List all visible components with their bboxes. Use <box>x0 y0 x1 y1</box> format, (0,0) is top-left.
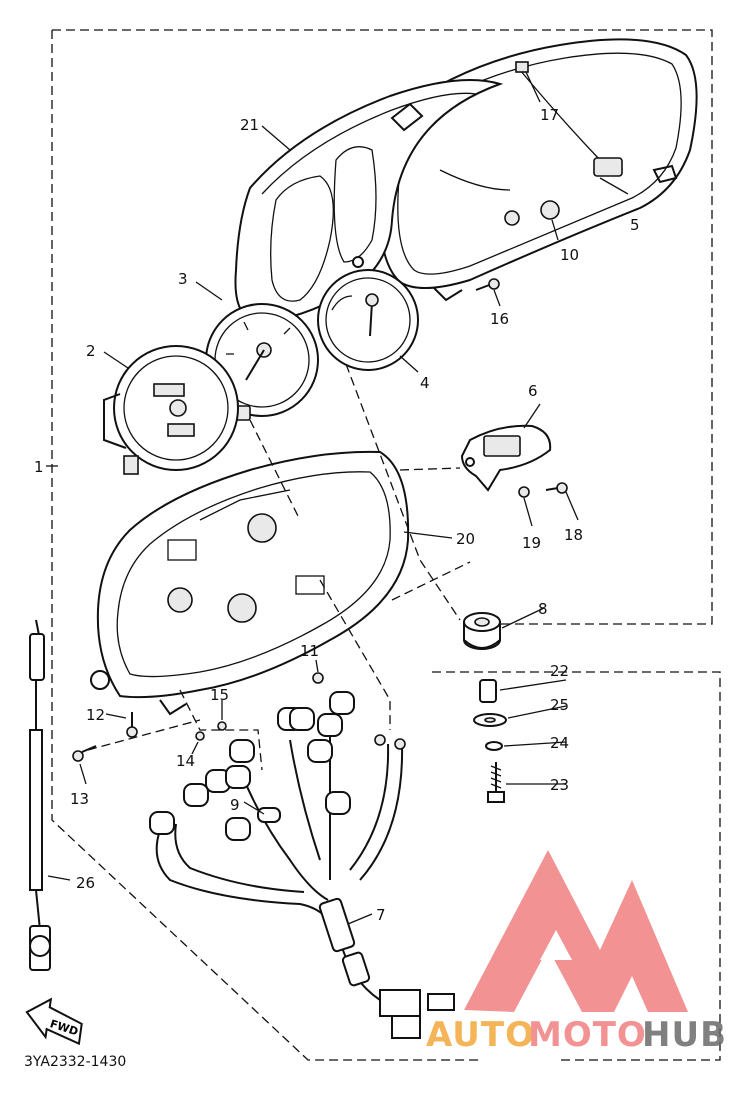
part-code: 3YA2332-1430 <box>24 1054 126 1070</box>
callout-20: 20 <box>456 530 475 548</box>
callout-21: 21 <box>240 116 259 134</box>
callout-22: 22 <box>550 662 569 680</box>
part-21-meter-panel <box>234 79 504 324</box>
callout-25: 25 <box>550 696 569 714</box>
watermark-text-moto: MOTO <box>528 1015 647 1055</box>
callout-5: 5 <box>630 216 640 234</box>
watermark-text-hub: HUB <box>642 1015 727 1055</box>
callout-1: 1 <box>34 458 44 476</box>
part-4-small-gauge <box>317 269 419 371</box>
callout-19: 19 <box>522 534 541 552</box>
part-7-wire-harness <box>149 691 455 1039</box>
watermark-text-auto: AUTO <box>426 1015 535 1055</box>
callout-6: 6 <box>528 382 538 400</box>
callout-18: 18 <box>564 526 583 544</box>
callout-labels: 1 2 3 4 5 6 7 8 9 10 11 12 13 14 15 16 1… <box>34 106 640 924</box>
part-26-speedometer-cable <box>29 619 51 971</box>
watermark: AUTO MOTO HUB <box>426 850 727 1055</box>
bulb-sockets <box>149 691 355 841</box>
callout-14: 14 <box>176 752 195 770</box>
callout-4: 4 <box>420 374 430 392</box>
leader-lines <box>46 71 629 925</box>
callout-15: 15 <box>210 686 229 704</box>
callout-26: 26 <box>76 874 95 892</box>
callout-2: 2 <box>86 342 96 360</box>
part-5-lens-cover <box>378 38 698 302</box>
callout-16: 16 <box>490 310 509 328</box>
part-6-indicator-panel <box>460 424 552 492</box>
callout-9: 9 <box>230 796 240 814</box>
callout-13: 13 <box>70 790 89 808</box>
part-2-speedometer <box>103 345 239 475</box>
part-20-meter-case <box>90 450 410 716</box>
callout-10: 10 <box>560 246 579 264</box>
callout-17: 17 <box>540 106 559 124</box>
callout-24: 24 <box>550 734 569 752</box>
callout-7: 7 <box>376 906 386 924</box>
callout-3: 3 <box>178 270 188 288</box>
callout-12: 12 <box>86 706 105 724</box>
small-hardware <box>72 61 568 803</box>
callout-11: 11 <box>300 642 319 660</box>
callout-23: 23 <box>550 776 569 794</box>
assembly-boundary <box>51 29 721 1061</box>
watermark-logo-icon <box>464 850 688 1012</box>
forward-direction-arrow: FWD <box>25 997 83 1046</box>
callout-8: 8 <box>538 600 548 618</box>
part-8-damper <box>463 612 501 650</box>
